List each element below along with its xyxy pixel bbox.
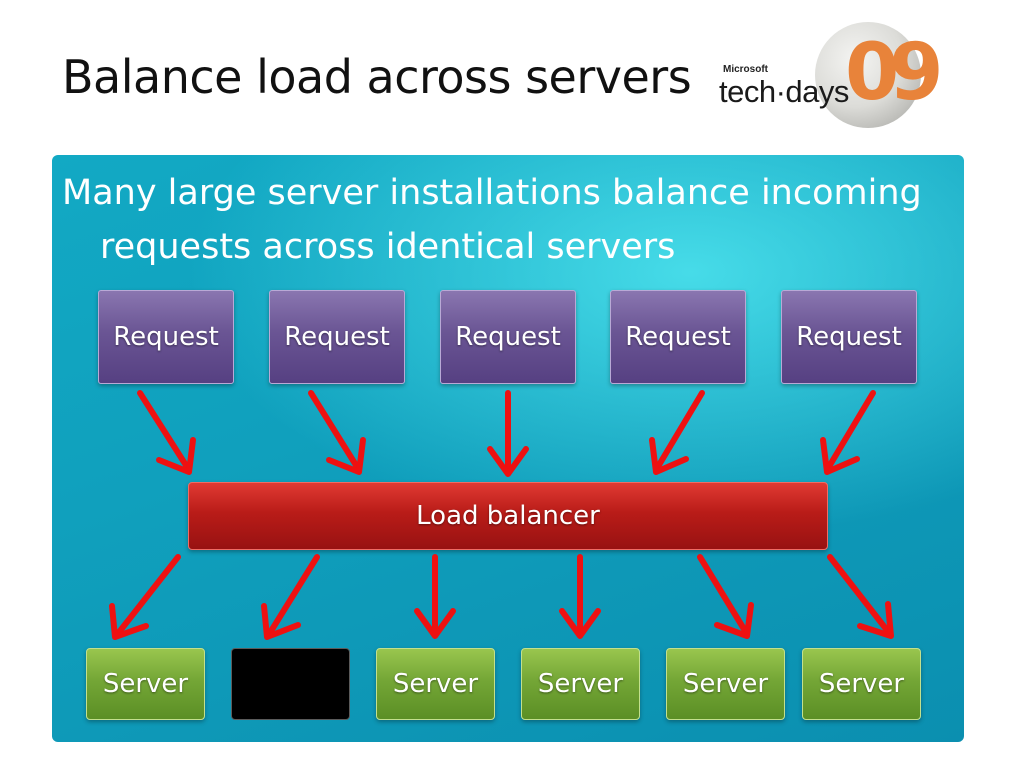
logo-year: 09 [845,28,943,118]
server-box-3: Server [376,648,495,720]
request-box-1: Request [98,290,234,384]
logo-brand: tech·days [719,74,849,109]
server-box-offline [231,648,350,720]
request-box-4: Request [610,290,746,384]
request-box-2: Request [269,290,405,384]
server-box-6: Server [802,648,921,720]
techdays-logo: 09 Microsoft tech·days [715,22,943,132]
server-box-1: Server [86,648,205,720]
server-box-4: Server [521,648,640,720]
slide-subtitle: Many large server installations balance … [62,173,922,267]
request-box-3: Request [440,290,576,384]
server-box-5: Server [666,648,785,720]
logo-sun-icon [815,22,921,128]
load-balancer-box: Load balancer [188,482,828,550]
slide-title: Balance load across servers [62,50,692,104]
request-box-5: Request [781,290,917,384]
logo-maker: Microsoft [723,64,768,75]
